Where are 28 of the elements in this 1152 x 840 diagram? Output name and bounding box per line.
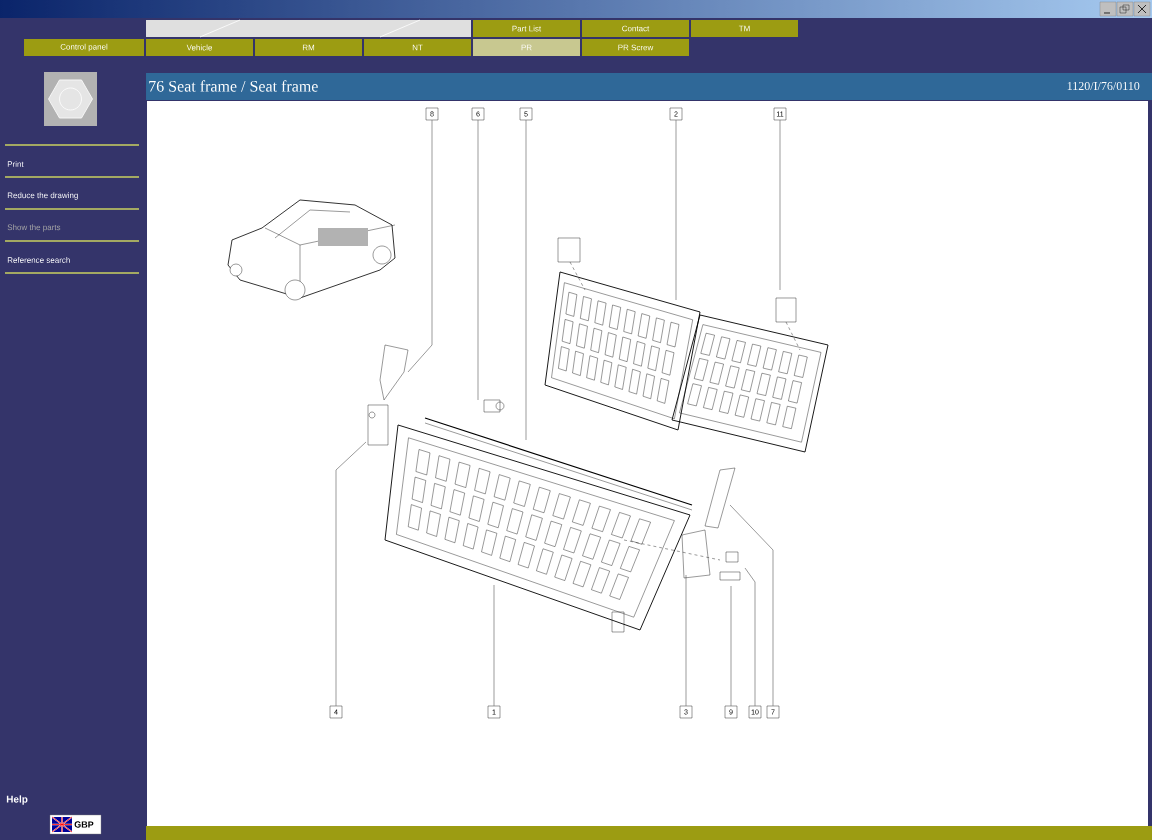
tab: Part List: [473, 20, 580, 37]
leader-line: [407, 120, 433, 373]
menu-item: Show the parts: [7, 224, 61, 232]
tab: Contact: [582, 20, 689, 37]
leader-line: [525, 120, 527, 441]
leader-line: [493, 584, 495, 706]
leader-line: [685, 574, 687, 706]
currency-button: GBP: [49, 814, 102, 835]
menu-item: Print: [7, 161, 24, 167]
tab: Control panel: [24, 39, 144, 56]
menu-item: Reduce the drawing: [7, 192, 78, 200]
tab: PR: [473, 39, 580, 56]
tab: NT: [364, 39, 471, 56]
leader-line: [477, 120, 479, 401]
tab: PR Screw: [582, 39, 689, 56]
leader-line: [744, 567, 756, 706]
leader-line: [675, 120, 677, 301]
tab: RM: [255, 39, 362, 56]
tab: TM: [691, 20, 798, 37]
leader-line: [729, 504, 774, 706]
help-link: Help: [6, 795, 28, 805]
menu-item: Reference search: [7, 257, 70, 263]
leader-line: [335, 441, 367, 706]
leader-line: [730, 585, 732, 706]
reference-code: 1120/I/76/0110: [1067, 81, 1140, 91]
tab: Vehicle: [146, 39, 253, 56]
page-title: 76 Seat frame / Seat frame: [149, 80, 318, 92]
leader-line: [779, 120, 781, 291]
